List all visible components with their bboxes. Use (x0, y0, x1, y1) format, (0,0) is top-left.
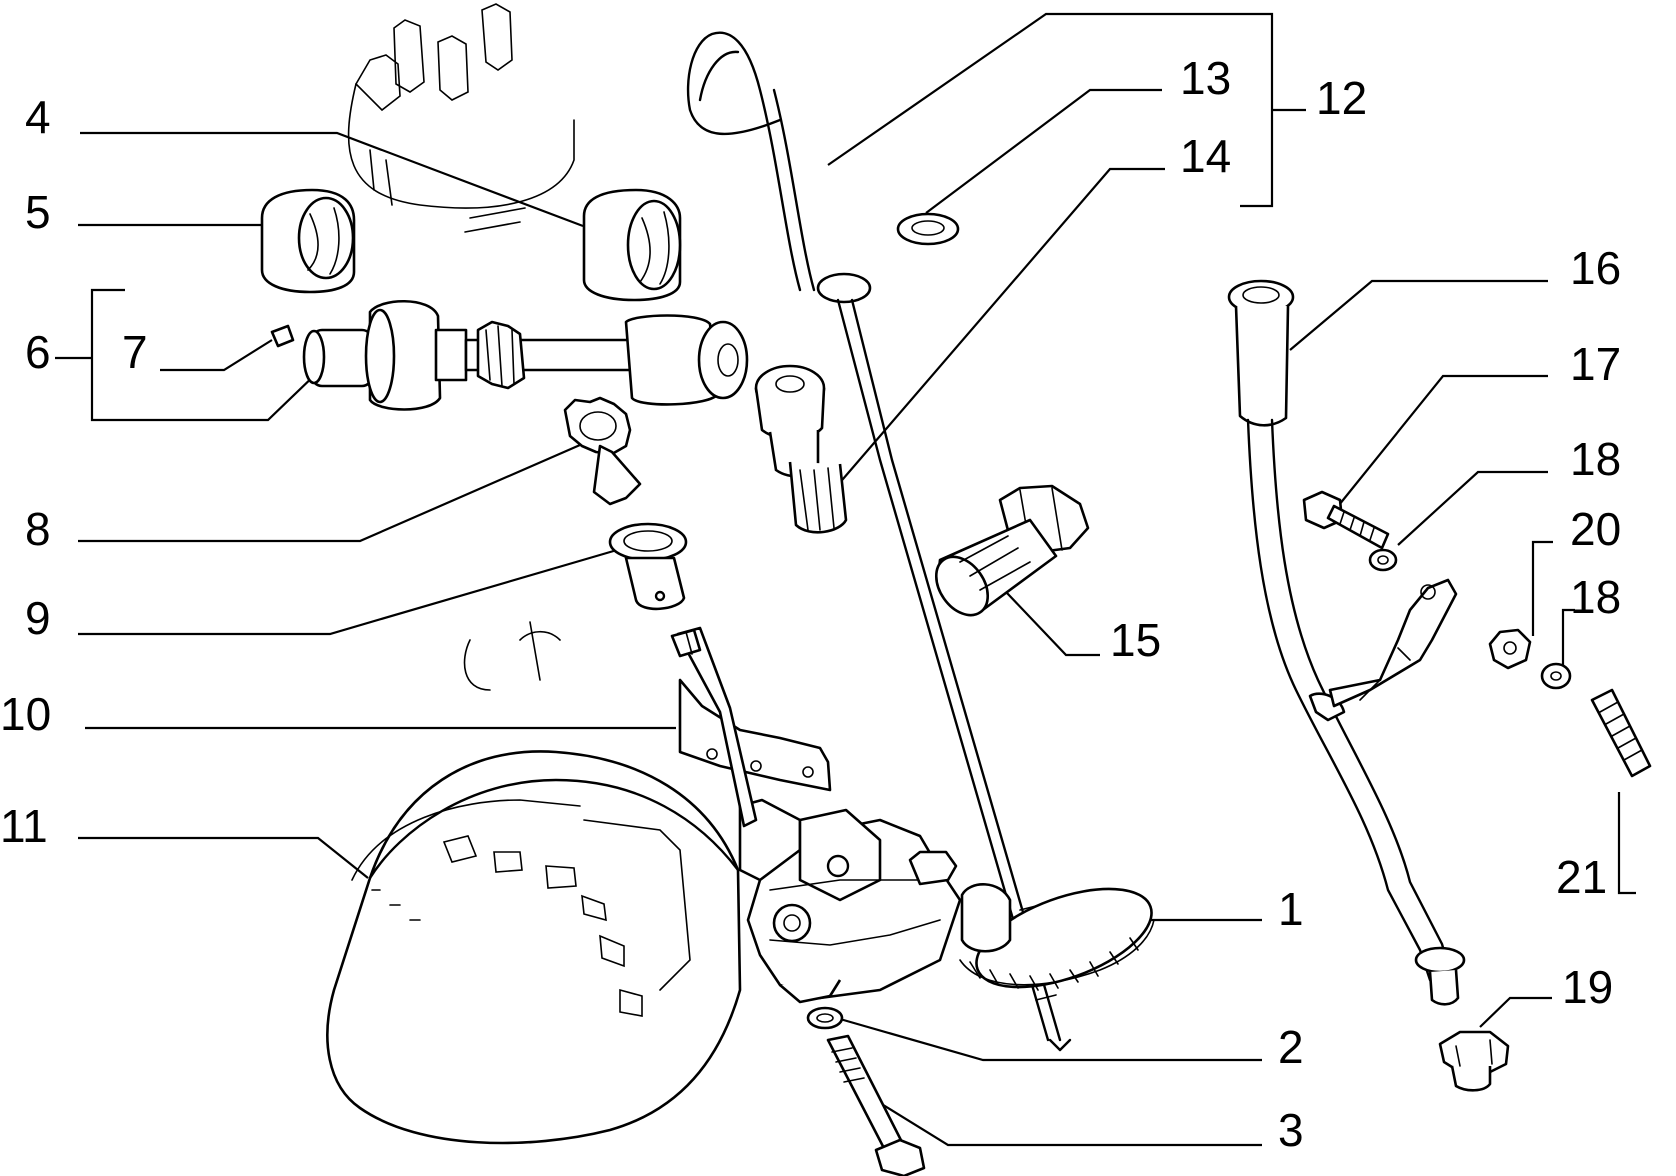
leader-19 (1479, 996, 1552, 1028)
washer-18-lower (1540, 662, 1572, 690)
callout-18-upper: 18 (1570, 433, 1621, 485)
oil-strainer-1 (959, 883, 1155, 991)
callout-13: 13 (1180, 52, 1231, 104)
leader-15 (1006, 592, 1100, 657)
callout-4: 4 (25, 91, 51, 143)
nut-20 (1488, 628, 1532, 670)
union-fitting-15 (934, 484, 1090, 617)
callout-11: 11 (0, 800, 48, 852)
leader-8 (78, 443, 581, 543)
leader-14 (817, 167, 1165, 509)
leader-4 (80, 131, 584, 228)
leader-9 (78, 548, 618, 636)
faint-sketch (463, 621, 561, 691)
oil-pressure-sender-14 (754, 364, 848, 534)
callout-16: 16 (1570, 242, 1621, 294)
stud-21 (1590, 688, 1652, 778)
leader-7 (160, 339, 273, 372)
callout-20: 20 (1570, 503, 1621, 555)
bolt-3 (826, 1034, 926, 1176)
leader-13 (925, 88, 1162, 214)
bushing-4 (582, 188, 682, 302)
callout-2: 2 (1278, 1021, 1304, 1073)
oil-filter-11 (326, 750, 742, 1145)
plug-19 (1438, 1030, 1510, 1092)
callout-1: 1 (1278, 883, 1304, 935)
bolt-17 (1302, 490, 1390, 550)
washer-18-upper (1368, 548, 1398, 572)
callout-14: 14 (1180, 130, 1231, 182)
leader-2 (839, 1017, 1262, 1062)
dipstick-12 (686, 31, 1072, 1052)
pump-gasket-10 (670, 626, 832, 828)
callout-9: 9 (25, 592, 51, 644)
leader-11 (78, 836, 369, 879)
pin-7 (270, 324, 295, 348)
leader-16 (1289, 279, 1548, 351)
callout-19: 19 (1562, 961, 1613, 1013)
oil-pump-body (738, 798, 962, 1004)
leader-lines (55, 12, 1636, 1147)
leader-12-stem (827, 12, 1306, 208)
callout-18-lower: 18 (1570, 571, 1621, 623)
callout-15: 15 (1110, 614, 1161, 666)
bushing-5 (260, 188, 356, 294)
tube-bracket (1328, 578, 1458, 708)
leader-18-lower (1561, 608, 1575, 672)
callout-17: 17 (1570, 338, 1621, 390)
callout-12: 12 (1316, 72, 1367, 124)
leader-3 (879, 1102, 1262, 1147)
bushing-9 (608, 522, 688, 611)
leader-20 (1531, 540, 1553, 636)
callout-5: 5 (25, 186, 51, 238)
shaft-assembly-6 (302, 299, 749, 411)
oil-filler-tube-16 (1227, 279, 1466, 1006)
callout-8: 8 (25, 503, 51, 555)
callout-3: 3 (1278, 1104, 1304, 1156)
callout-10: 10 (0, 688, 51, 740)
washer-13 (896, 212, 960, 246)
leader-17 (1338, 374, 1548, 506)
leader-18-upper (1397, 470, 1548, 546)
callout-labels: 4 5 6 7 8 9 10 11 13 12 14 15 16 17 18 2… (0, 52, 1621, 1156)
distributor-cap (347, 3, 575, 233)
bracket-6 (55, 288, 321, 422)
bracket-21 (1617, 792, 1636, 895)
callout-7: 7 (122, 326, 148, 378)
callout-21: 21 (1556, 851, 1607, 903)
washer-2 (806, 1006, 844, 1030)
callout-6: 6 (25, 326, 51, 378)
gear-8 (563, 396, 642, 506)
